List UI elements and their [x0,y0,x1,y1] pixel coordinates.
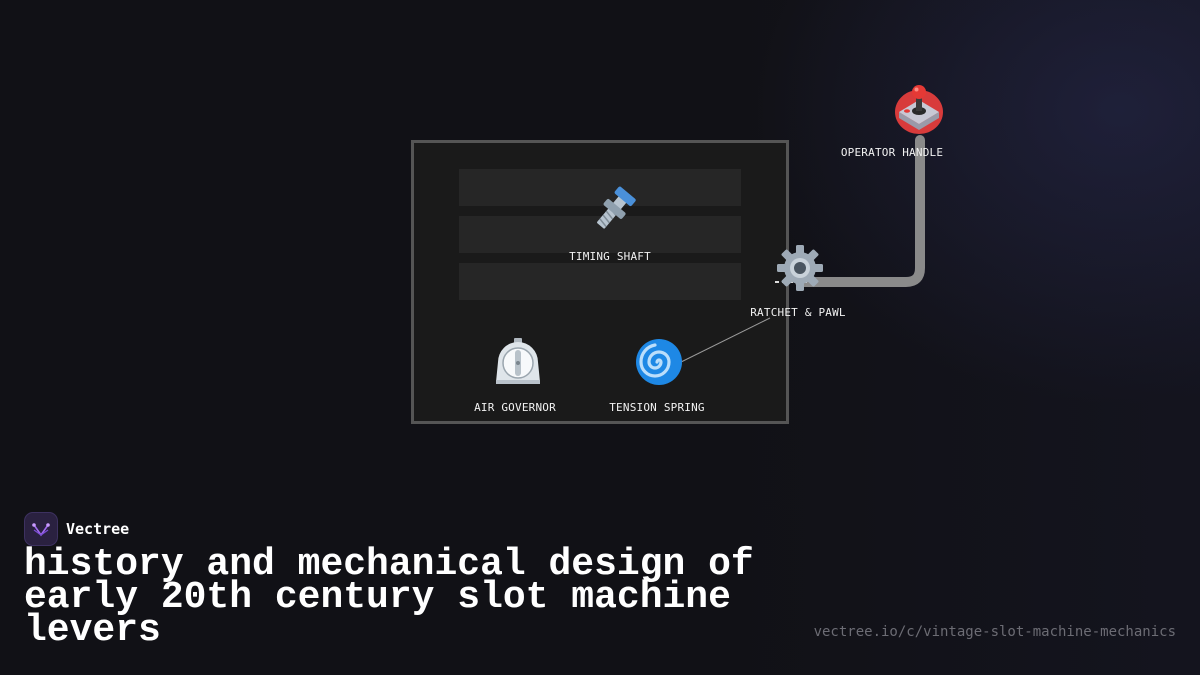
brand: Vectree [24,512,129,546]
spiral-icon [631,334,687,390]
joystick-icon [891,82,947,138]
page-title: history and mechanical design of early 2… [24,543,754,652]
air-governor-label: AIR GOVERNOR [474,401,556,414]
lever-arm-connector [795,135,925,287]
brand-name[interactable]: Vectree [66,520,130,538]
spring-link-connector [674,317,771,366]
timing-shaft-label: TIMING SHAFT [569,250,651,263]
reel-strip [459,169,741,206]
vectree-logo-icon[interactable] [24,512,58,546]
timer-clock-icon [490,334,546,390]
operator-handle-label: OPERATOR HANDLE [840,146,944,159]
ratchet-pawl-label: RATCHET & PAWL [750,306,846,319]
gear-icon [772,240,828,296]
tension-spring-label: TENSION SPRING [609,401,705,414]
source-url[interactable]: vectree.io/c/vintage-slot-machine-mechan… [813,624,1176,640]
nut-and-bolt-icon [584,184,640,240]
reel-strip [459,263,741,300]
